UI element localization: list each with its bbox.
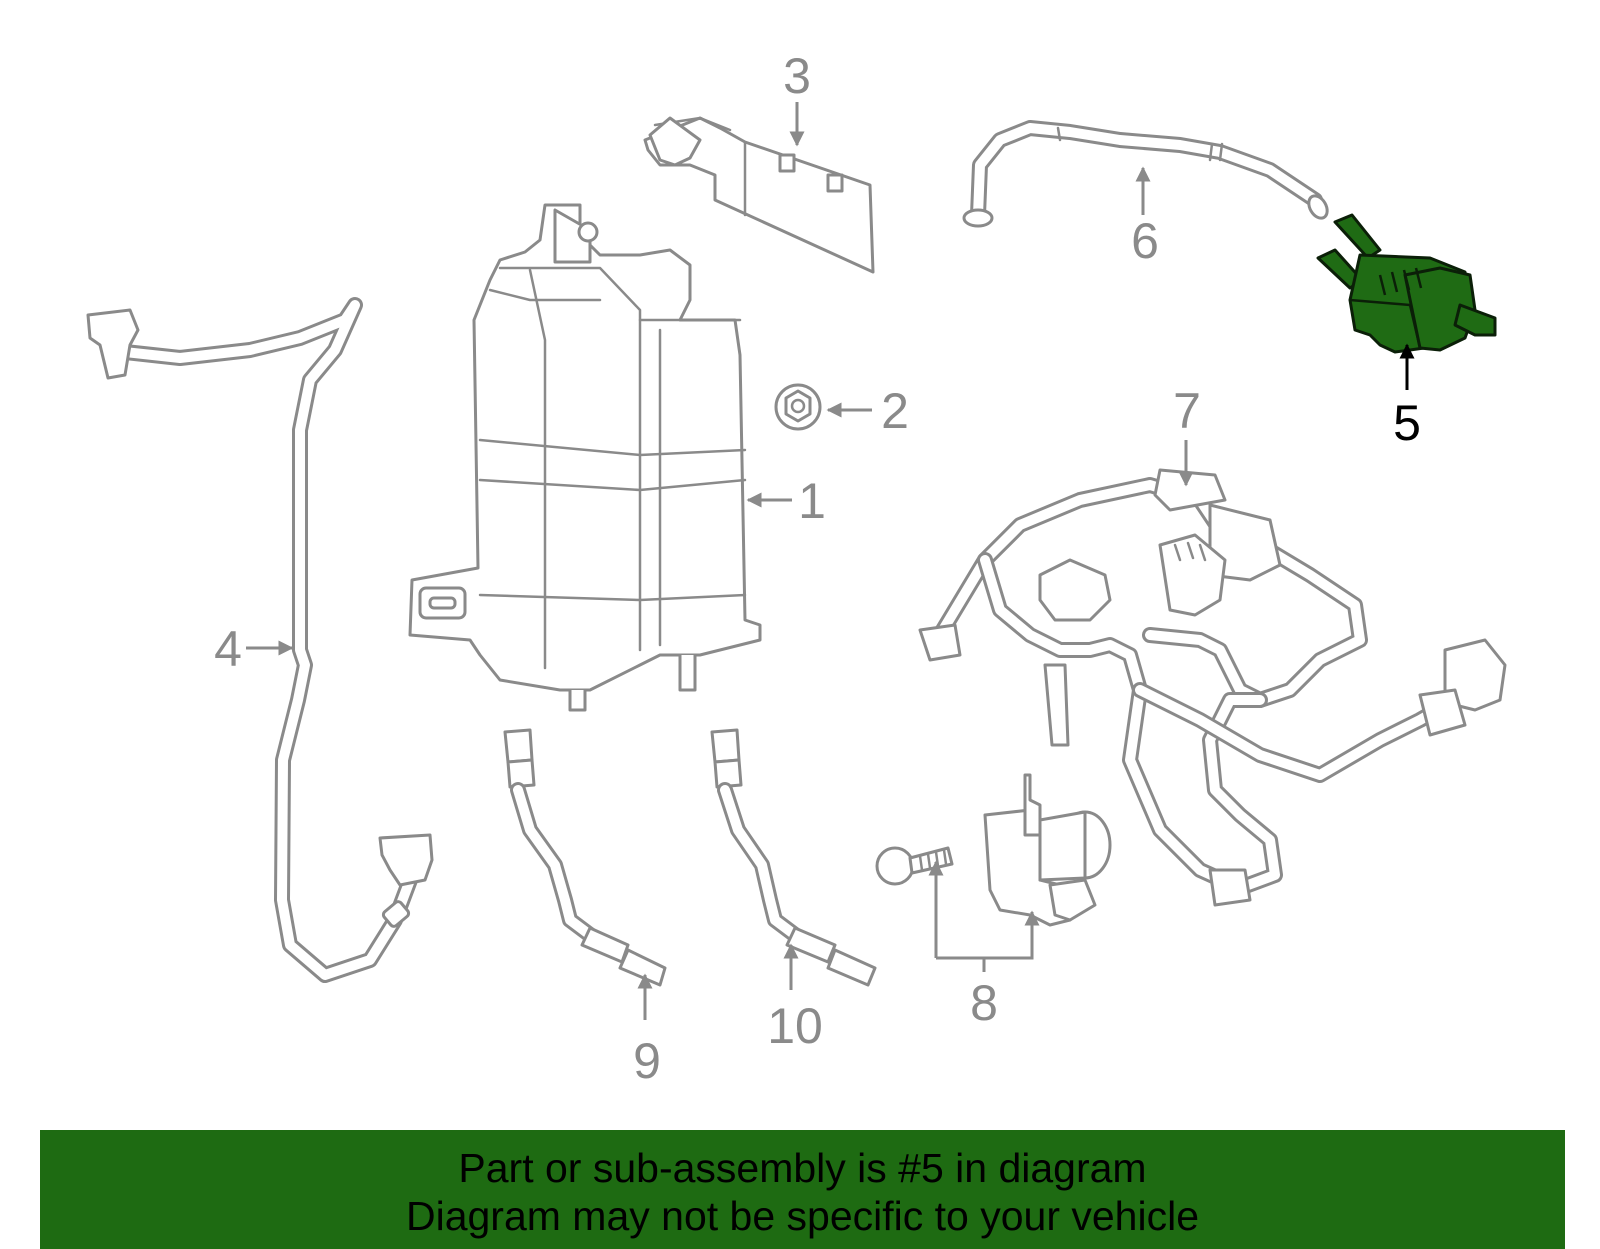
leader-lines bbox=[246, 102, 1415, 1020]
callout-7: 7 bbox=[1173, 383, 1201, 439]
callout-8: 8 bbox=[970, 975, 998, 1031]
part-2-nut bbox=[774, 383, 822, 431]
callout-2: 2 bbox=[881, 383, 909, 439]
part-6-hose bbox=[962, 120, 1329, 228]
part-4-hose-assembly bbox=[86, 297, 434, 983]
part-9-sensor bbox=[503, 728, 667, 987]
part-7-harness-assembly bbox=[918, 468, 1507, 907]
part-8-solenoid-and-bolt bbox=[875, 773, 1112, 927]
callout-6: 6 bbox=[1131, 213, 1159, 269]
callout-9: 9 bbox=[633, 1033, 661, 1089]
part-3-bracket bbox=[643, 116, 875, 274]
part-10-sensor bbox=[710, 728, 877, 987]
part-5-purge-solenoid bbox=[1316, 213, 1497, 354]
callout-5: 5 bbox=[1393, 395, 1421, 451]
callout-4: 4 bbox=[214, 621, 242, 677]
callout-1: 1 bbox=[798, 473, 826, 529]
banner-line-2: Diagram may not be specific to your vehi… bbox=[405, 1193, 1199, 1239]
part-1-vapor-canister bbox=[408, 203, 762, 712]
callout-10: 10 bbox=[767, 998, 823, 1054]
callout-3: 3 bbox=[783, 48, 811, 104]
banner-line-1: Part or sub-assembly is #5 in diagram bbox=[458, 1145, 1147, 1191]
info-banner: Part or sub-assembly is #5 in diagram Di… bbox=[40, 1130, 1565, 1249]
